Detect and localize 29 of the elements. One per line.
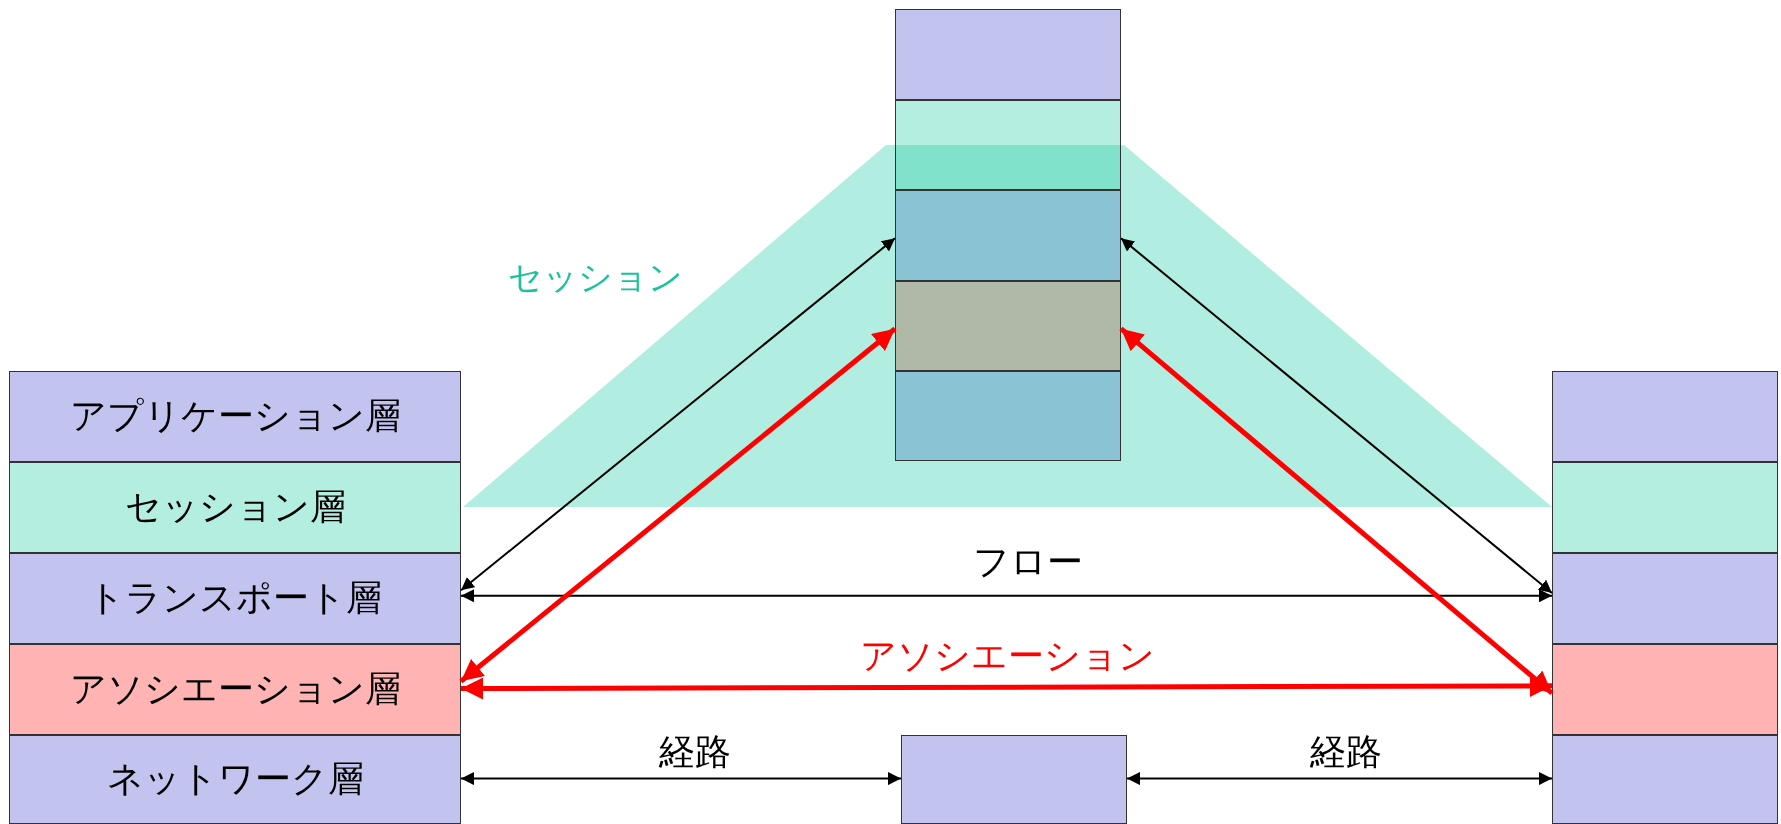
arrow [459, 326, 897, 684]
arrow [461, 674, 1552, 700]
layer-box [1552, 644, 1778, 735]
layer-box: トランスポート層 [9, 553, 461, 644]
edge-label: アソシエーション [859, 636, 1155, 676]
layer-box [1552, 371, 1778, 462]
layer-box: ネットワーク層 [9, 735, 461, 824]
layer-box [1552, 553, 1778, 644]
arrow [460, 772, 902, 786]
router-box [901, 735, 1127, 824]
layer-box [895, 281, 1121, 371]
layer-box [1552, 735, 1778, 824]
layer-box: アプリケーション層 [9, 371, 461, 462]
arrow [460, 589, 1553, 603]
edge-label: フロー [973, 542, 1083, 582]
layer-box [895, 9, 1121, 100]
band-label: セッション [507, 259, 683, 297]
edge-label: 経路 [1310, 732, 1382, 772]
layer-box [1552, 462, 1778, 553]
layer-box [895, 100, 1121, 190]
layer-box [895, 190, 1121, 281]
arrow [1126, 772, 1553, 786]
layer-box [895, 371, 1121, 461]
arrow [1120, 237, 1553, 595]
arrow [460, 237, 896, 592]
layer-box: アソシエーション層 [9, 644, 461, 735]
layer-box: セッション層 [9, 462, 461, 553]
arrow [1119, 326, 1554, 696]
edge-label: 経路 [659, 732, 731, 772]
